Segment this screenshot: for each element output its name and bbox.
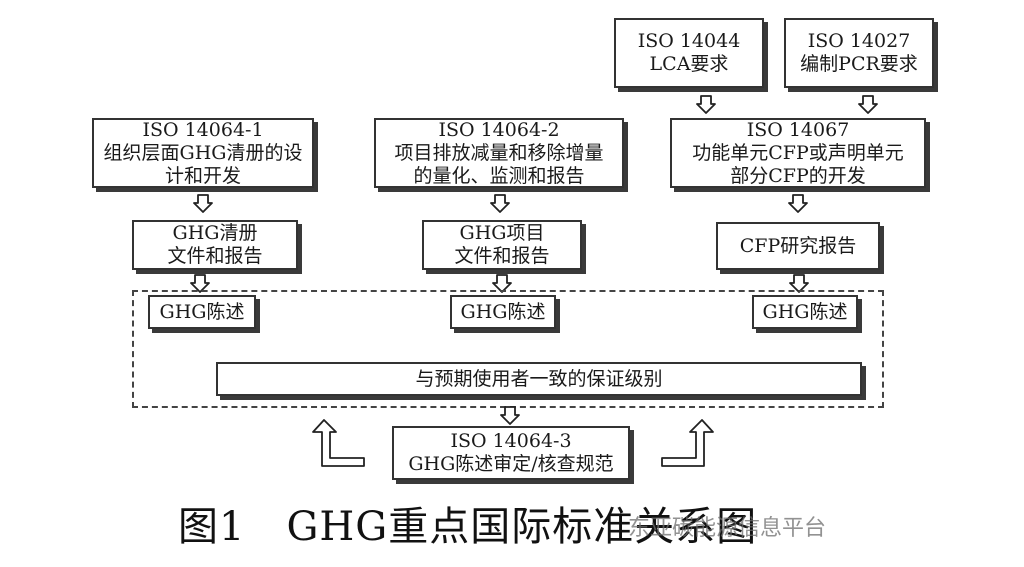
box-text: GHG清册 <box>172 222 258 244</box>
box-text: 项目排放减量和移除增量 <box>394 141 604 164</box>
down-arrow-icon <box>190 274 210 293</box>
box-title: ISO 14064-1 <box>142 118 264 141</box>
box-text: GHG陈述 <box>460 300 546 323</box>
iso-14067-box: ISO 14067 功能单元CFP或声明单元 部分CFP的开发 <box>670 118 926 188</box>
figure-caption: 图1 GHG重点国际标准关系图 <box>178 504 758 550</box>
ghg-statement-box-1: GHG陈述 <box>148 295 256 329</box>
down-arrow-icon <box>492 274 512 293</box>
iso-14027-box: ISO 14027 编制PCR要求 <box>784 18 934 88</box>
return-arrow-right-icon <box>660 418 716 468</box>
box-text: 与预期使用者一致的保证级别 <box>415 367 663 390</box>
box-text: 计和开发 <box>164 164 241 187</box>
down-arrow-icon <box>500 406 520 425</box>
cfp-study-report-box: CFP研究报告 <box>716 222 880 270</box>
box-text: 编制PCR要求 <box>800 53 918 75</box>
box-title: ISO 14064-3 <box>450 430 572 452</box>
down-arrow-icon <box>193 194 213 214</box>
box-text: LCA要求 <box>649 53 729 75</box>
box-text: 文件和报告 <box>167 245 263 267</box>
box-title: ISO 14027 <box>807 30 911 52</box>
box-text: 部分CFP的开发 <box>730 164 866 187</box>
box-title: ISO 14064-2 <box>438 118 560 141</box>
down-arrow-icon <box>788 194 808 214</box>
ghg-project-report-box: GHG项目 文件和报告 <box>422 220 582 270</box>
iso-14064-2-box: ISO 14064-2 项目排放减量和移除增量 的量化、监测和报告 <box>374 118 624 188</box>
ghg-statement-box-3: GHG陈述 <box>752 295 858 329</box>
box-text: 的量化、监测和报告 <box>413 164 585 187</box>
box-text: 功能单元CFP或声明单元 <box>692 141 904 164</box>
box-text: GHG陈述审定/核查规范 <box>408 453 614 475</box>
box-text: CFP研究报告 <box>739 234 857 257</box>
down-arrow-icon <box>696 95 716 115</box>
box-text: 组织层面GHG清册的设 <box>103 141 303 164</box>
ghg-statement-box-2: GHG陈述 <box>450 295 556 329</box>
box-text: GHG陈述 <box>762 300 848 323</box>
box-text: GHG陈述 <box>159 300 245 323</box>
box-text: GHG项目 <box>459 222 545 244</box>
iso-14044-box: ISO 14044 LCA要求 <box>614 18 764 88</box>
box-title: ISO 14067 <box>746 118 850 141</box>
down-arrow-icon <box>789 274 809 293</box>
down-arrow-icon <box>858 95 878 115</box>
ghg-inventory-report-box: GHG清册 文件和报告 <box>132 220 298 270</box>
assurance-level-box: 与预期使用者一致的保证级别 <box>216 362 862 396</box>
down-arrow-icon <box>490 194 510 214</box>
iso-14064-1-box: ISO 14064-1 组织层面GHG清册的设 计和开发 <box>92 118 314 188</box>
iso-14064-3-box: ISO 14064-3 GHG陈述审定/核查规范 <box>392 426 630 480</box>
box-text: 文件和报告 <box>454 245 550 267</box>
watermark-text: 东亚碳能源信息平台 <box>628 516 827 541</box>
box-title: ISO 14044 <box>637 30 741 52</box>
return-arrow-left-icon <box>310 418 366 468</box>
